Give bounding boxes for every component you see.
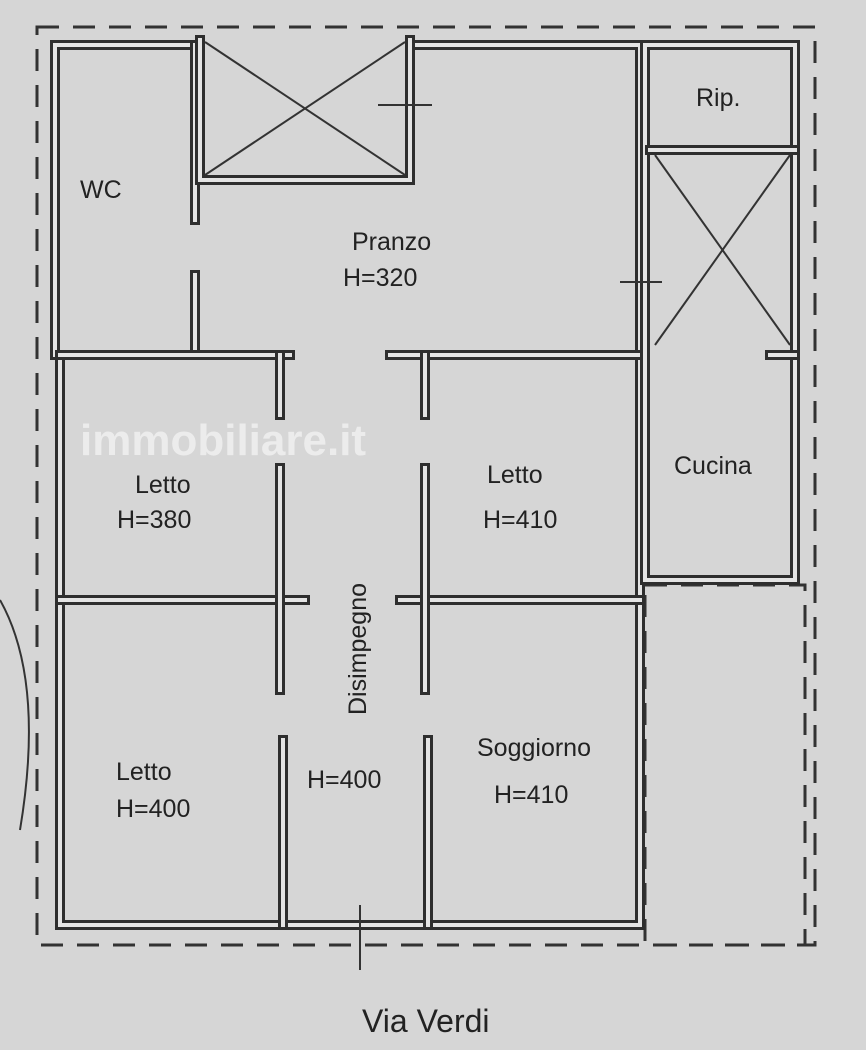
room-label-disimpegno: Disimpegno [344,583,372,715]
room-height-letto-3: H=400 [116,795,190,823]
room-label-wc: WC [80,176,122,204]
room-label-pranzo: Pranzo [352,228,431,256]
wall-segment [198,38,412,182]
room-label-soggiorno: Soggiorno [477,734,591,762]
room-height-letto-1: H=380 [117,506,191,534]
wall-segment [643,43,797,582]
wall-segment [53,43,192,357]
room-label-letto-1: Letto [135,471,191,499]
stair-void [204,41,791,970]
wall-segment [58,353,642,927]
room-label-cucina: Cucina [674,452,752,480]
room-label-letto-2: Letto [487,461,543,489]
watermark: immobiliare.it [80,416,366,465]
room-label-letto-3: Letto [116,758,172,786]
room-height-disimpegno: H=400 [307,766,381,794]
room-label-rip: Rip. [696,84,740,112]
room-height-letto-2: H=410 [483,506,557,534]
stamp-fragment [0,599,30,831]
room-height-pranzo: H=320 [343,264,417,292]
walls [50,35,800,930]
street-label: Via Verdi [362,1003,490,1039]
room-height-soggiorno: H=410 [494,781,568,809]
